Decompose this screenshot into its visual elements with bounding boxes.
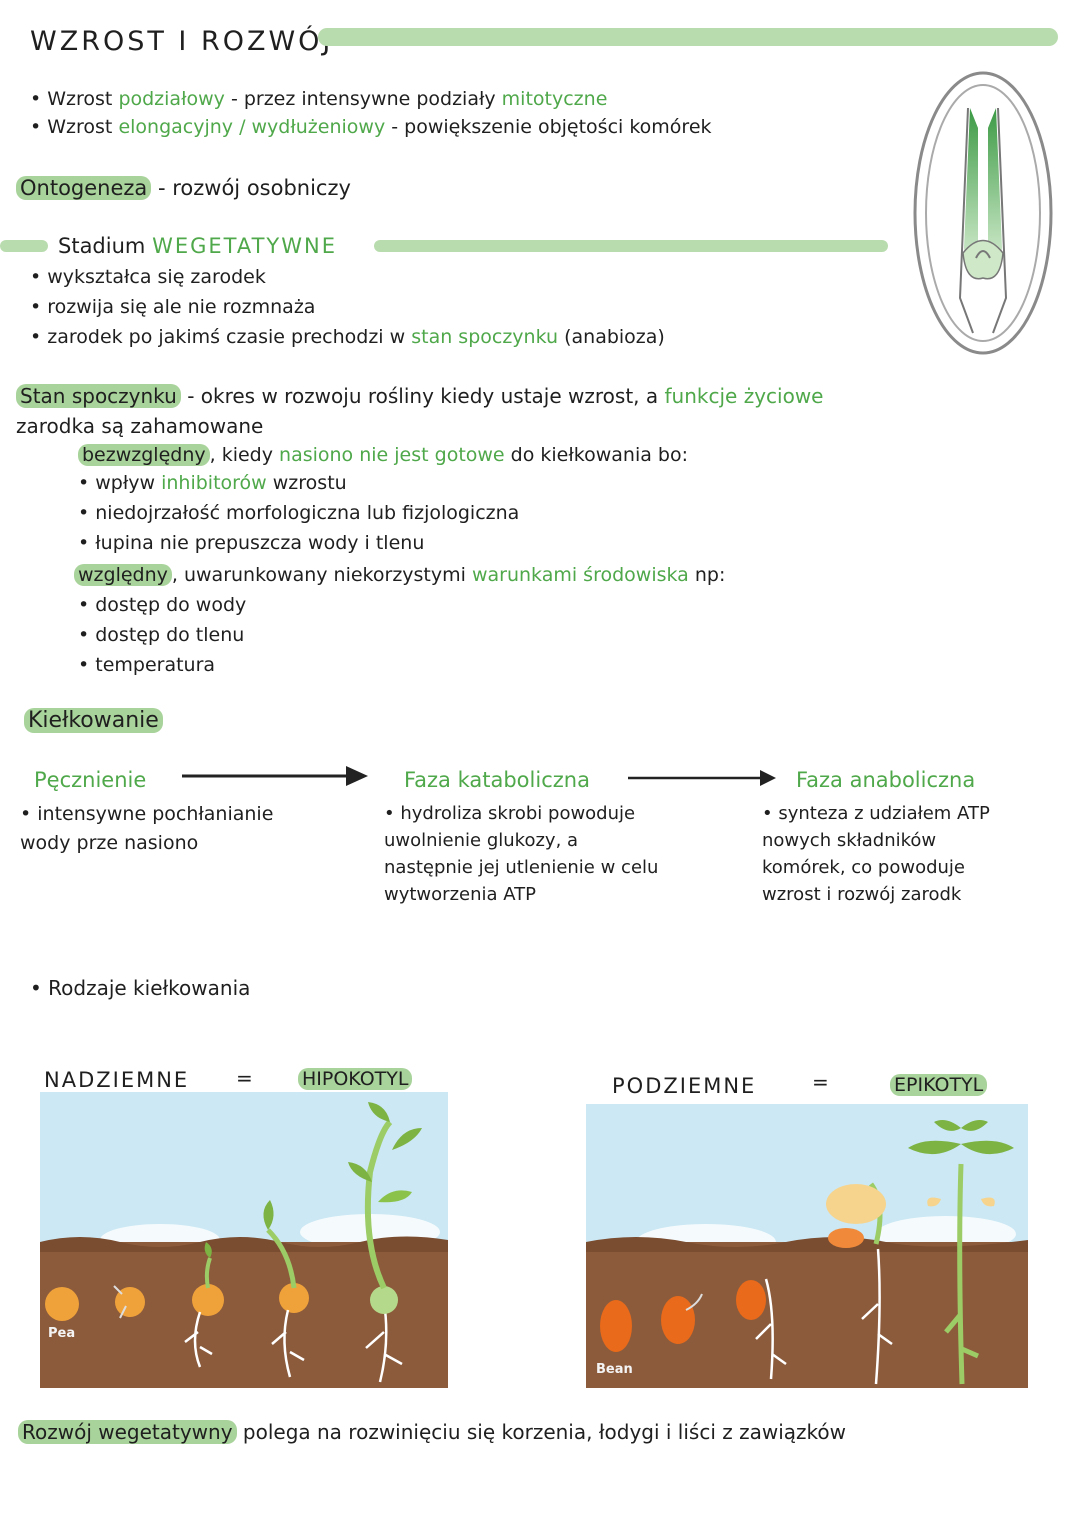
pea-scene-graphic	[40, 1092, 448, 1388]
types-label: Rodzaje kiełkowania	[30, 976, 250, 1000]
type-2-name: PODZIEMNE	[612, 1074, 757, 1098]
arrow-2-icon	[628, 770, 776, 786]
bezwzgledny-item-3: łupina nie prepuszcza wody i tlenu	[78, 532, 424, 555]
title-underline-bar	[318, 28, 1058, 46]
arrow-1-icon	[182, 766, 368, 786]
wzgledny-item-3: temperatura	[78, 654, 215, 677]
stadium-item-1: wykształca się zarodek	[30, 266, 266, 289]
stadium-bar-left	[0, 240, 48, 252]
growth-item-1: Wzrost podziałowy - przez intensywne pod…	[30, 88, 607, 111]
type-1-name: NADZIEMNE	[44, 1068, 190, 1092]
wzgledny-line: względny, uwarunkowany niekorzystymi war…	[74, 564, 725, 587]
phase-2-name: Faza kataboliczna	[404, 768, 590, 792]
type-2-value: EPIKOTYL	[890, 1074, 988, 1097]
wzgledny-item-2: dostęp do tlenu	[78, 624, 244, 647]
type-1-eq: =	[236, 1066, 253, 1090]
bezwzgledny-line: bezwzględny, kiedy nasiono nie jest goto…	[78, 444, 688, 467]
bezwzgledny-item-2: niedojrzałość morfologiczna lub fizjolog…	[78, 502, 519, 525]
type-2-eq: =	[812, 1070, 829, 1094]
bean-germination-illustration: Bean	[586, 1104, 1028, 1388]
phase-3-name: Faza anaboliczna	[796, 768, 976, 792]
bean-scene-graphic	[586, 1104, 1028, 1388]
pea-germination-illustration: Pea	[40, 1092, 448, 1388]
bezwzgledny-item-1: wpływ inhibitorów wzrostu	[78, 472, 347, 495]
phase-2-desc: • hydroliza skrobi powoduje uwolnienie g…	[384, 803, 659, 905]
kielkowanie-heading: Kiełkowanie	[24, 708, 163, 734]
stadium-item-3: zarodek po jakimś czasie prechodzi w sta…	[30, 326, 665, 349]
seed-embryo-diagram	[913, 71, 1053, 355]
phase-3-desc: • synteza z udziałem ATP nowych składnik…	[762, 803, 990, 905]
pea-label: Pea	[48, 1326, 76, 1341]
phase-1-name: Pęcznienie	[34, 768, 147, 792]
spoczynek-line-1: Stan spoczynku - okres w rozwoju rośliny…	[16, 384, 823, 408]
ontogeneza-line: Ontogeneza - rozwój osobniczy	[16, 176, 351, 201]
stadium-heading: Stadium WEGETATYWNE	[58, 234, 337, 258]
type-1-value: HIPOKOTYL	[298, 1068, 413, 1091]
footer-line: Rozwój wegetatywny polega na rozwinięciu…	[18, 1420, 846, 1444]
wzgledny-item-1: dostęp do wody	[78, 594, 246, 617]
bean-label: Bean	[596, 1362, 633, 1377]
stadium-item-2: rozwija się ale nie rozmnaża	[30, 296, 315, 319]
spoczynek-line-2: zarodka są zahamowane	[16, 414, 264, 438]
stadium-bar-right	[374, 240, 888, 252]
growth-item-2: Wzrost elongacyjny / wydłużeniowy - powi…	[30, 116, 712, 139]
phase-1-desc: • intensywne pochłanianie wody prze nasi…	[20, 803, 274, 854]
page-title: WZROST I ROZWÓJ	[30, 26, 334, 57]
